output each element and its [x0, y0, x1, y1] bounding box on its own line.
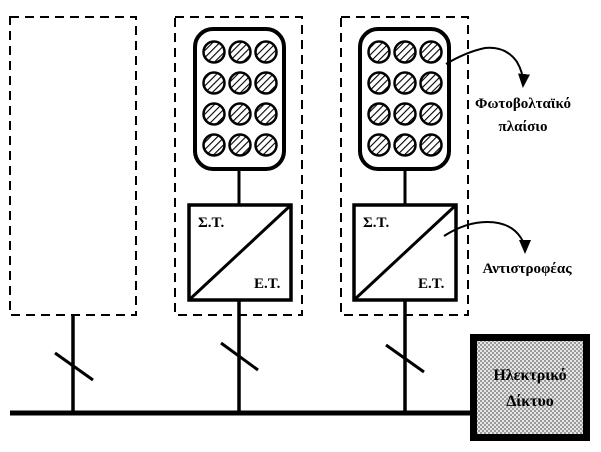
unit-2-slash — [220, 341, 259, 372]
pv-cell — [367, 40, 391, 64]
pv-cell — [202, 133, 226, 157]
pv-cell — [367, 71, 391, 95]
unit-1-dashed-boundary — [9, 16, 137, 316]
pv-cell — [419, 102, 443, 126]
pv-panel-arrow — [445, 46, 530, 88]
pv-cell — [202, 102, 226, 126]
unit-1-empty — [9, 16, 137, 413]
unit-2: Σ.Τ. Ε.Τ. — [174, 16, 303, 413]
pv-cell — [367, 102, 391, 126]
pv-cell — [367, 133, 391, 157]
pv-cell — [419, 40, 443, 64]
grid-label-line2: Δίκτυο — [506, 393, 554, 410]
grid-label-line1: Ηλεκτρικό — [493, 367, 566, 384]
pv-cell — [254, 133, 278, 157]
pv-cells-3 — [367, 40, 443, 157]
unit-3-slash — [385, 343, 425, 374]
pv-cell — [393, 102, 417, 126]
pv-cell — [228, 102, 252, 126]
inverter-arrow — [443, 220, 531, 254]
inverter-annotation: Αντιστροφέας — [482, 261, 572, 277]
pv-cell — [393, 71, 417, 95]
unit-1-slash — [54, 351, 94, 382]
pv-cell — [202, 40, 226, 64]
pv-panel-annotation-line1: Φωτοβολταϊκό — [475, 96, 571, 112]
pv-cell — [419, 71, 443, 95]
grid-box-fill — [477, 341, 583, 434]
pv-cell — [254, 40, 278, 64]
unit-3: Σ.Τ. Ε.Τ. — [340, 16, 469, 413]
pv-cells-2 — [202, 40, 278, 157]
inverter-2-diagonal — [187, 203, 293, 302]
pv-cell — [228, 71, 252, 95]
pv-cell — [228, 133, 252, 157]
pv-cell — [228, 40, 252, 64]
inverter-3-diagonal — [352, 203, 458, 302]
pv-cell — [393, 133, 417, 157]
pv-cell — [202, 71, 226, 95]
pv-cell — [393, 40, 417, 64]
pv-cell — [254, 71, 278, 95]
electrical-grid: Ηλεκτρικό Δίκτυο — [470, 334, 590, 441]
inverter-2-ac-label: Ε.Τ. — [254, 276, 281, 292]
inverter-3-dc-label: Σ.Τ. — [363, 215, 389, 231]
inverter-2-dc-label: Σ.Τ. — [198, 215, 224, 231]
pv-cell — [254, 102, 278, 126]
inverter-3-ac-label: Ε.Τ. — [418, 276, 445, 292]
pv-cell — [419, 133, 443, 157]
pv-panel-annotation-line2: πλαίσιο — [499, 119, 548, 135]
